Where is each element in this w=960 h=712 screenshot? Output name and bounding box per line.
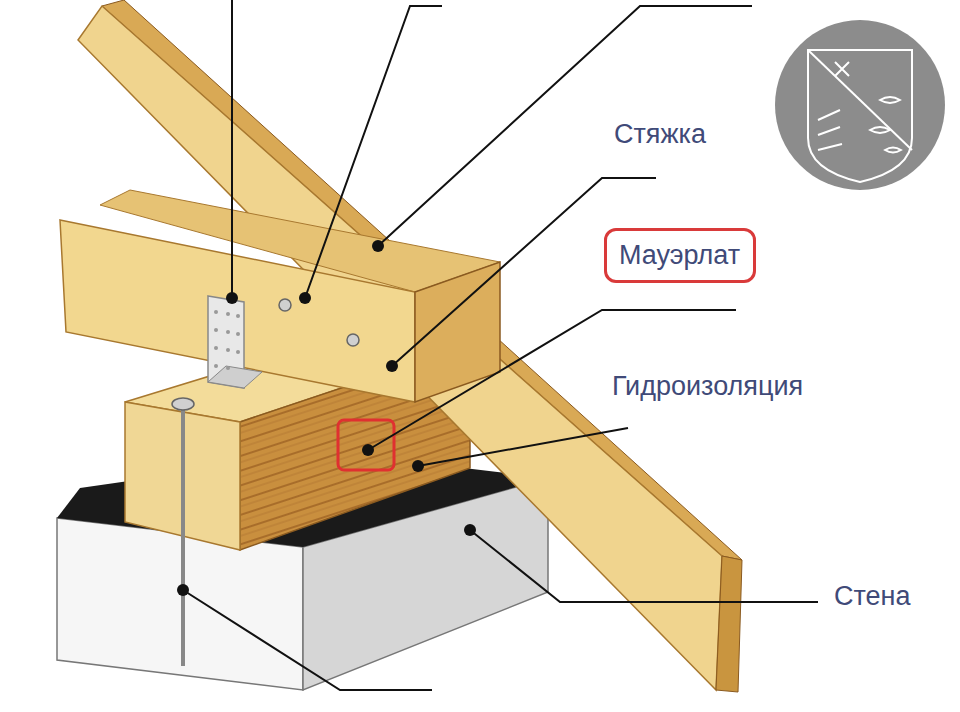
rafter-end [716,556,742,692]
plate-holes [214,310,240,370]
part-name: Гидроизоляция [612,370,803,402]
highlight-box: Мауэрлат [604,228,756,283]
bolts [279,299,359,346]
part-name: Мауэрлат [619,239,741,271]
highlight-marker [338,420,394,470]
leader-lines [183,0,818,690]
emblem-circle [775,20,945,190]
leader-dots [177,240,476,596]
metal-plate-foot [208,366,262,388]
anchor-nut [172,398,194,410]
anchor-stud [181,405,185,666]
part-name: Стяжка [614,118,706,150]
tie-end [415,262,500,402]
emblem-shield [808,50,912,182]
part-name: Стена [834,580,911,612]
tie-board [60,220,415,402]
wall-front [57,518,303,690]
